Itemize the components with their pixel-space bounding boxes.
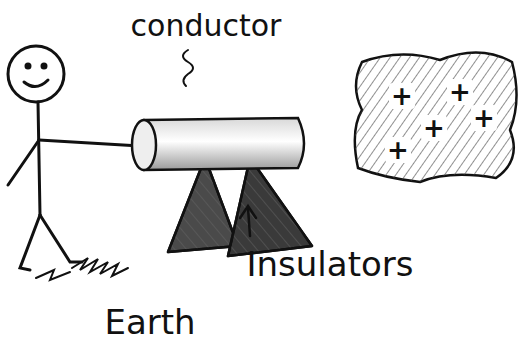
conductor-rod <box>132 118 304 170</box>
ground-scribble <box>36 258 128 280</box>
leader-squiggle <box>183 50 193 86</box>
insulator-triangles <box>168 158 312 256</box>
charge-sign: + <box>385 137 411 163</box>
object-hatching <box>355 52 517 182</box>
charge-sign: + <box>421 115 447 141</box>
leader-arrow <box>240 206 256 236</box>
part-label: Earth <box>104 305 195 339</box>
part-label: Insulators <box>247 247 414 281</box>
part-label: conductor <box>131 11 282 41</box>
stick-figure <box>8 46 140 270</box>
charge-sign: + <box>389 83 415 109</box>
charged-object <box>355 52 517 182</box>
charge-sign: + <box>471 105 497 131</box>
charge-sign: + <box>447 79 473 105</box>
